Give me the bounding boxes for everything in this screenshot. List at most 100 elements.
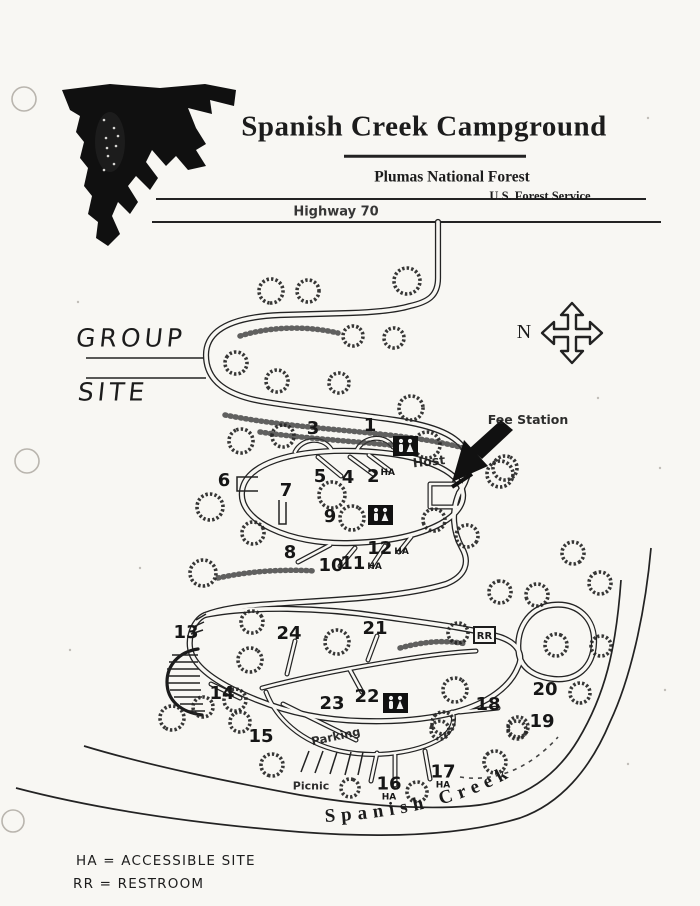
tree-icon [405, 780, 429, 804]
site-2-spur [367, 453, 391, 472]
group-site-label-line1: GROUP [74, 323, 188, 353]
tree-icon [589, 634, 613, 658]
tree-icon [240, 520, 266, 546]
tree-icon [327, 371, 351, 395]
pinecone-blot [95, 112, 125, 172]
site-12-spur [397, 535, 413, 554]
tree-icon [191, 695, 215, 719]
tree-icon [257, 277, 285, 305]
site-16a-spur [369, 751, 379, 783]
tree-icon [239, 609, 265, 635]
tree-icon [382, 326, 406, 350]
entrance-and-group-loop-road [204, 220, 471, 495]
site-label-15: 15 [248, 726, 274, 747]
host-pad [428, 482, 463, 509]
tree-icon [587, 570, 613, 596]
creek-inner-bank [83, 579, 622, 809]
site-24-spur [285, 639, 297, 676]
tree-icon [506, 719, 528, 741]
tree-icon [524, 582, 550, 608]
site-label-13: 13 [173, 622, 199, 643]
title-underline [344, 154, 526, 158]
site-label-10: 10 [318, 555, 344, 576]
site-22-spur [348, 668, 364, 694]
tree-icon [270, 423, 296, 449]
site-label-23: 23 [319, 693, 345, 714]
lower-camp-loop-road [188, 607, 523, 724]
inner-camp-road [260, 649, 478, 690]
restroom-icon [393, 436, 418, 456]
road-fills-layer [188, 220, 596, 787]
site-label-20: 20 [532, 679, 558, 700]
tree-icon [341, 324, 365, 348]
site-17-spur [423, 749, 432, 781]
tree-icon [259, 752, 285, 778]
hole-punch-mark [11, 86, 37, 112]
creekside-trail-dashes [459, 736, 559, 779]
tree-icon [323, 628, 351, 656]
site-14-spur [209, 682, 242, 700]
site-5-spur [316, 455, 343, 478]
group-site-label-line2: SITE [76, 377, 150, 407]
tree-icon [195, 492, 225, 522]
picnic-label: Picnic [292, 779, 330, 793]
restroom-icon [368, 505, 393, 525]
forest-subtitle: Plumas National Forest [374, 168, 530, 186]
site-8-spur [296, 543, 332, 564]
tree-icon [397, 394, 425, 422]
site-label-6: 6 [217, 470, 231, 491]
tree-icon [441, 676, 469, 704]
hole-punch-mark [14, 448, 40, 474]
creek-label: Spanish Creek [324, 761, 510, 827]
hole-punch-mark [1, 809, 25, 833]
tree-icon [236, 646, 264, 674]
tree-icon [223, 350, 249, 376]
site-label-3: 3 [306, 418, 320, 439]
tree-icon [421, 507, 447, 533]
svg-text:Spanish Creek: Spanish Creek [324, 761, 516, 827]
tree-icon [338, 504, 366, 532]
highway-lines [86, 198, 661, 379]
site-label-7: 7 [279, 480, 293, 501]
tree-icon [430, 710, 456, 736]
site-label-24: 24 [276, 623, 302, 644]
upper-camp-loop-road [240, 449, 465, 545]
cul-de-sac-loop-road [516, 602, 596, 681]
pinecone-speckles [102, 118, 120, 172]
fee-station-label: Fee Station [487, 411, 569, 427]
site-label-1: 1 [363, 415, 377, 436]
page-title: Spanish Creek Campground [241, 110, 607, 143]
tree-icon [560, 540, 586, 566]
tree-icon [158, 704, 186, 732]
tree-icon [339, 777, 361, 799]
tree-icon [264, 368, 290, 394]
site-label-9: 9 [323, 506, 337, 527]
site-4-spur [348, 455, 375, 476]
site-7-stub [278, 500, 287, 525]
tree-icon [188, 558, 218, 588]
cut-bank-hatch [165, 613, 207, 717]
site-label-8: 8 [283, 542, 297, 563]
scan-artifacts-layer [1, 84, 667, 833]
site-11-spur [370, 544, 387, 568]
tree-icon [429, 719, 451, 741]
agency-label: U.S. Forest Service [489, 188, 591, 203]
tree-icon [317, 480, 347, 510]
tree-icon [222, 687, 248, 713]
tree-icon [487, 579, 513, 605]
rr-signbox-label: RR [477, 631, 493, 642]
site-label-18: 18 [475, 694, 501, 715]
tree-icon [228, 710, 252, 734]
site-21-spur [366, 634, 379, 662]
site-label-22: 22 [354, 686, 380, 707]
site-label-2: 2HA [366, 466, 396, 487]
stub-lines [236, 476, 287, 525]
tree-icon [295, 278, 321, 304]
highway-label: Highway 70 [293, 204, 379, 220]
rr-signbox: RR [473, 626, 496, 644]
